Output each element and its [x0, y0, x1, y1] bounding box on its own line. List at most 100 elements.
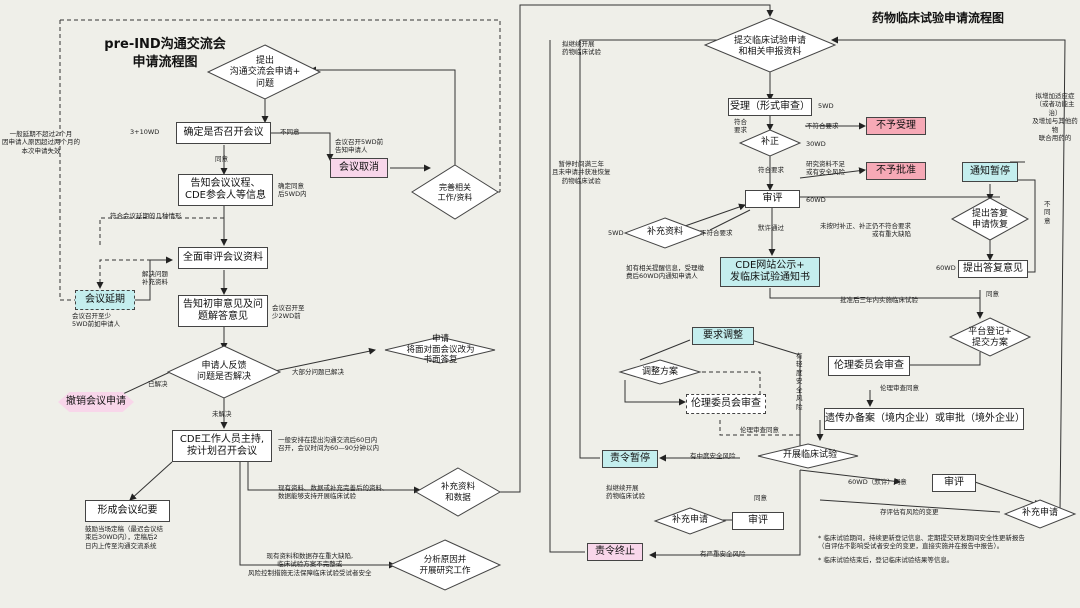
genetic-office-node: 遗传办备案（境内企业）或审批（境外企业）: [824, 408, 1025, 430]
decision-diamond: [703, 17, 837, 73]
analyze-cause-node: 分析原因并 开展研究工作: [419, 555, 471, 576]
footnote-1: * 临床试验期间，持续更新登记信息、定期提交研发期间安全性更新报告 （自评估不影…: [818, 534, 1025, 551]
improve-work-node: 完善相关 工作/资料: [437, 183, 473, 202]
label-5wd-b: 5WD: [608, 229, 624, 237]
decision-diamond: [166, 345, 282, 399]
submit-trial-application-node: 提交临床试验申请 和相关申报资料: [733, 35, 806, 57]
cde-publish-node: CDE网站公示+ 发临床试验通知书: [720, 257, 820, 287]
supplement-apply-node-2: 补充申请: [1021, 508, 1058, 519]
decision-diamond: [618, 359, 702, 385]
cde-host-meeting-node: CDE工作人员主持, 按计划召开会议: [172, 430, 272, 462]
label-delay-cases: 符合会议延期的几种情形: [110, 212, 182, 220]
label-5wd: 5WD: [818, 102, 834, 110]
label-delay-limit: 一般延期不超过2个月 因申请人原因超过两个月的 本次申请失效: [2, 130, 80, 155]
decision-diamond: [1003, 499, 1077, 529]
label-light-risk: 有 轻 度 安 全 风 险: [796, 352, 803, 411]
label-not-agree: 不 同 意: [1044, 200, 1051, 225]
decision-diamond: [388, 539, 502, 591]
not-approved-node: 不予批准: [866, 162, 926, 180]
reply-opinion-node: 提出答复意见: [958, 260, 1028, 278]
label-agree-right: 同意: [986, 290, 999, 298]
label-delay-note: 会议召开至少 5WD前如申请人: [72, 312, 121, 329]
left-title: pre-IND沟通交流会 申请流程图: [104, 37, 226, 70]
ethics-committee-node: 伦理委员会审查: [828, 356, 910, 376]
correction-node: 补正: [760, 137, 779, 148]
preliminary-opinion-node: 告知初审意见及问 题解答意见: [178, 295, 268, 327]
label-suspend-three: 暂停时间满三年 且未申请并获准恢复 药物临床试验: [552, 160, 611, 185]
decision-diamond: [738, 129, 802, 157]
label-meets-req: 符合 要求: [734, 118, 747, 135]
evaluation-node-2: 审评: [732, 512, 784, 530]
label-safety-issue: 有中度安全风险: [690, 452, 736, 460]
decision-diamond: [411, 164, 499, 220]
notify-agenda-node: 告知会议议程、 CDE参会人等信息: [178, 174, 273, 206]
label-not-meet: 不符合要求: [806, 122, 839, 130]
label-risk: 研究资料不足 或有安全风险: [806, 160, 845, 177]
submit-application-node: 提出 沟通交流会申请+ 问题: [229, 56, 301, 89]
evaluation-node: 审评: [745, 190, 800, 208]
decision-diamond: [206, 44, 322, 100]
label-risk-note: 现有资料和数据存在重大缺陷, 临床试验方案不完整或 风险控制措施无法保障临床试验…: [248, 552, 372, 577]
label-continue-2: 拟继续开展 药物临床试验: [606, 484, 645, 501]
order-suspend-node: 责令暂停: [602, 450, 658, 468]
label-prelim-note: 会议召开至 少2WD前: [272, 304, 305, 321]
label-confirm-note: 确定同意 后5WD内: [278, 182, 307, 199]
decision-diamond: [948, 317, 1032, 357]
label-unsolved: 未解决: [212, 410, 232, 418]
label-solve-note: 解决问题 补充资料: [142, 270, 168, 287]
not-accepted-node: 不予受理: [866, 117, 926, 135]
require-adjust-node: 要求调整: [692, 327, 754, 345]
label-meets-req-2: 符合要求: [758, 166, 784, 174]
label-ethics-ok-2: 伦理审查同意: [740, 426, 779, 434]
decision-diamond: [623, 217, 707, 249]
meeting-cancel-node: 会议取消: [330, 158, 388, 178]
order-terminate-node: 责令终止: [587, 543, 643, 561]
label-default-pass: 默许通过: [758, 224, 784, 232]
label-add-indication: 拟增加适应症 （或者功能主治） 及增加与其他药物 联合用药的: [1032, 92, 1078, 143]
label-data-note: 现有资料、数据或补充完善后的资料、 数据能够支持开展临床试验: [278, 484, 389, 501]
label-host-note: 一般安排在提出沟通交流后60日内 召开，会议时间为60—90分钟以内: [278, 436, 380, 453]
label-60wd: 60WD: [806, 196, 826, 204]
label-solved: 已解决: [148, 380, 168, 388]
conduct-trial-node: 开展临床试验: [782, 450, 837, 461]
decision-diamond: [653, 507, 727, 535]
label-expire: 批准后三年内实施临床试验: [840, 296, 918, 304]
withdraw-application-node: 撤销会议申请: [58, 392, 134, 412]
supplement-apply-node: 补充申请: [671, 515, 708, 526]
reply-resume-node: 提出答复 申请恢复: [971, 208, 1008, 230]
label-minutes-note: 鼓励当场定稿（最迟会议结 束后30WD内），定稿后2 日内上传至沟通交流系统: [85, 525, 163, 550]
decide-meeting-node: 确定是否召开会议: [176, 122, 271, 144]
label-ethics-ok: 伦理审查同意: [880, 384, 919, 392]
supplement-data-node: 补充资料 和数据: [440, 482, 475, 503]
label-disagree: 不同意: [280, 128, 300, 136]
decision-diamond: [950, 197, 1030, 241]
register-platform-node: 平台登记+ 提交方案: [968, 326, 1012, 348]
supplement-info-node: 补充资料: [646, 227, 683, 238]
decision-diamond: [414, 467, 502, 517]
applicant-feedback-node: 申请人反馈 问题是否解决: [196, 360, 251, 382]
ethics-review-dashed-node: 伦理委员会审查: [686, 394, 766, 414]
label-agree-2: 同意: [754, 494, 767, 502]
label-partly-solved: 大部分问题已解决: [292, 368, 344, 376]
label-severe-risk: 有严重安全风险: [700, 550, 746, 558]
right-title: 药物临床试验申请流程图: [871, 11, 1004, 25]
label-3-10wd: 3+10WD: [130, 128, 160, 136]
label-60wd-default: 60WD（默许）同意: [848, 478, 907, 486]
label-has-info: 如有相关提醒信息，受理缴 费后60WD内通知申请人: [626, 264, 704, 281]
adjust-plan-node: 调整方案: [641, 366, 678, 377]
accept-review-node: 受理（形式审查）: [728, 98, 812, 116]
meeting-minutes-node: 形成会议纪要: [85, 500, 170, 522]
label-not-meet-2: 不符合要求: [700, 229, 733, 237]
label-continue: 拟继续开展 药物临床试验: [562, 40, 601, 57]
full-review-node: 全面审评会议资料: [178, 247, 268, 269]
label-agree: 同意: [215, 155, 228, 163]
label-30wd: 30WD: [806, 140, 826, 148]
label-eval-change: 存评估有风险的变更: [880, 508, 939, 516]
written-reply-node: 申请 将面对面会议改为 书面答复: [406, 334, 475, 366]
decision-diamond: [757, 443, 859, 469]
suspend-notice-node: 通知暂停: [962, 162, 1018, 182]
label-no-supp: 未按时补正、补正仍不符合要求 或有重大缺陷: [820, 222, 911, 239]
evaluation-node-3: 审评: [932, 474, 976, 492]
meeting-delay-node: 会议延期: [75, 290, 135, 310]
